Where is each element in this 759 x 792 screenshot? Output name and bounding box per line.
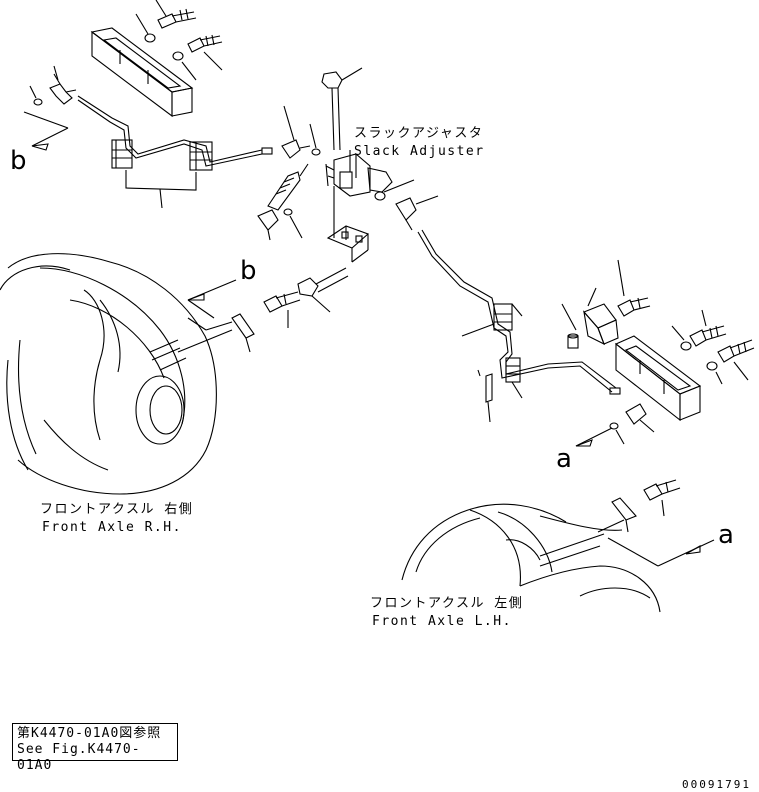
front-axle-rh-label-jp: フロントアクスル 右側 (40, 502, 194, 517)
clamp-left-1 (111, 139, 133, 169)
elbow-fitting-right (395, 195, 439, 231)
bracket-right-small (485, 373, 493, 423)
guard-plate-right (614, 335, 702, 422)
slack-adjuster-label-en: Slack Adjuster (354, 144, 485, 159)
front-axle-rh-label-en: Front Axle R.H. (42, 520, 182, 535)
front-axle-rh (0, 253, 217, 495)
bolt-top-2 (187, 34, 223, 71)
washer-right-2 (706, 361, 723, 385)
callout-b-left: b (10, 146, 27, 176)
elbow-fitting-lower-right (609, 403, 655, 445)
front-axle-lh-label-en: Front Axle L.H. (372, 614, 512, 629)
arrow-b-lower (187, 279, 237, 319)
brake-tube-left (77, 95, 273, 167)
bolt-top-1 (155, 0, 197, 29)
front-axle-lh-label-jp: フロントアクスル 左側 (370, 596, 524, 611)
bolt-adjuster-top (321, 67, 363, 151)
bolt-right-3 (717, 339, 755, 381)
arrow-b-left (23, 111, 69, 151)
elbow-fitting-center-left (281, 105, 321, 159)
arrow-a-upper (575, 427, 613, 447)
hose-center (267, 163, 309, 211)
mount-bracket-lh (597, 497, 637, 533)
bolt-center (297, 267, 349, 313)
guard-plate-left (90, 27, 194, 118)
bolt-rh (263, 291, 301, 328)
clamp-callout-bracket (125, 170, 197, 209)
drawing-code: 00091791 (682, 778, 751, 791)
callout-a-upper: a (556, 444, 572, 474)
callout-b-lower: b (240, 256, 257, 286)
adjuster-bracket (326, 186, 370, 263)
figure-reference-jp: 第K4470-01A0図参照 (17, 726, 162, 741)
leader-misc (477, 369, 481, 377)
figure-reference-en: See Fig.K4470-01A0 (17, 742, 141, 773)
washer-top-2 (172, 51, 197, 81)
slack-adjuster (325, 153, 393, 197)
front-axle-lh (401, 503, 661, 613)
clamp-left-2 (189, 141, 213, 171)
elbow-fitting-left (29, 65, 77, 106)
bolt-right-1 (617, 259, 651, 317)
arrow-a-lower (607, 537, 715, 567)
cover-plate-right (583, 287, 619, 346)
callout-a-lower: a (718, 520, 734, 550)
elbow-fitting-center-bottom (257, 208, 303, 241)
clamp-right-2 (505, 357, 523, 399)
mount-bracket-rh (177, 313, 255, 353)
slack-adjuster-label-jp: スラックアジャスタ (354, 126, 484, 141)
bolt-right-2 (689, 309, 727, 347)
washer-right-1 (671, 325, 692, 351)
brake-tube-right (417, 229, 621, 395)
figure-reference-box: 第K4470-01A0図参照 See Fig.K4470-01A0 (12, 723, 178, 773)
clamp-right-1 (461, 303, 523, 337)
washer-top-1 (135, 13, 156, 43)
bolt-lh (643, 479, 681, 517)
spacer (561, 303, 579, 349)
oring-right (374, 179, 415, 201)
